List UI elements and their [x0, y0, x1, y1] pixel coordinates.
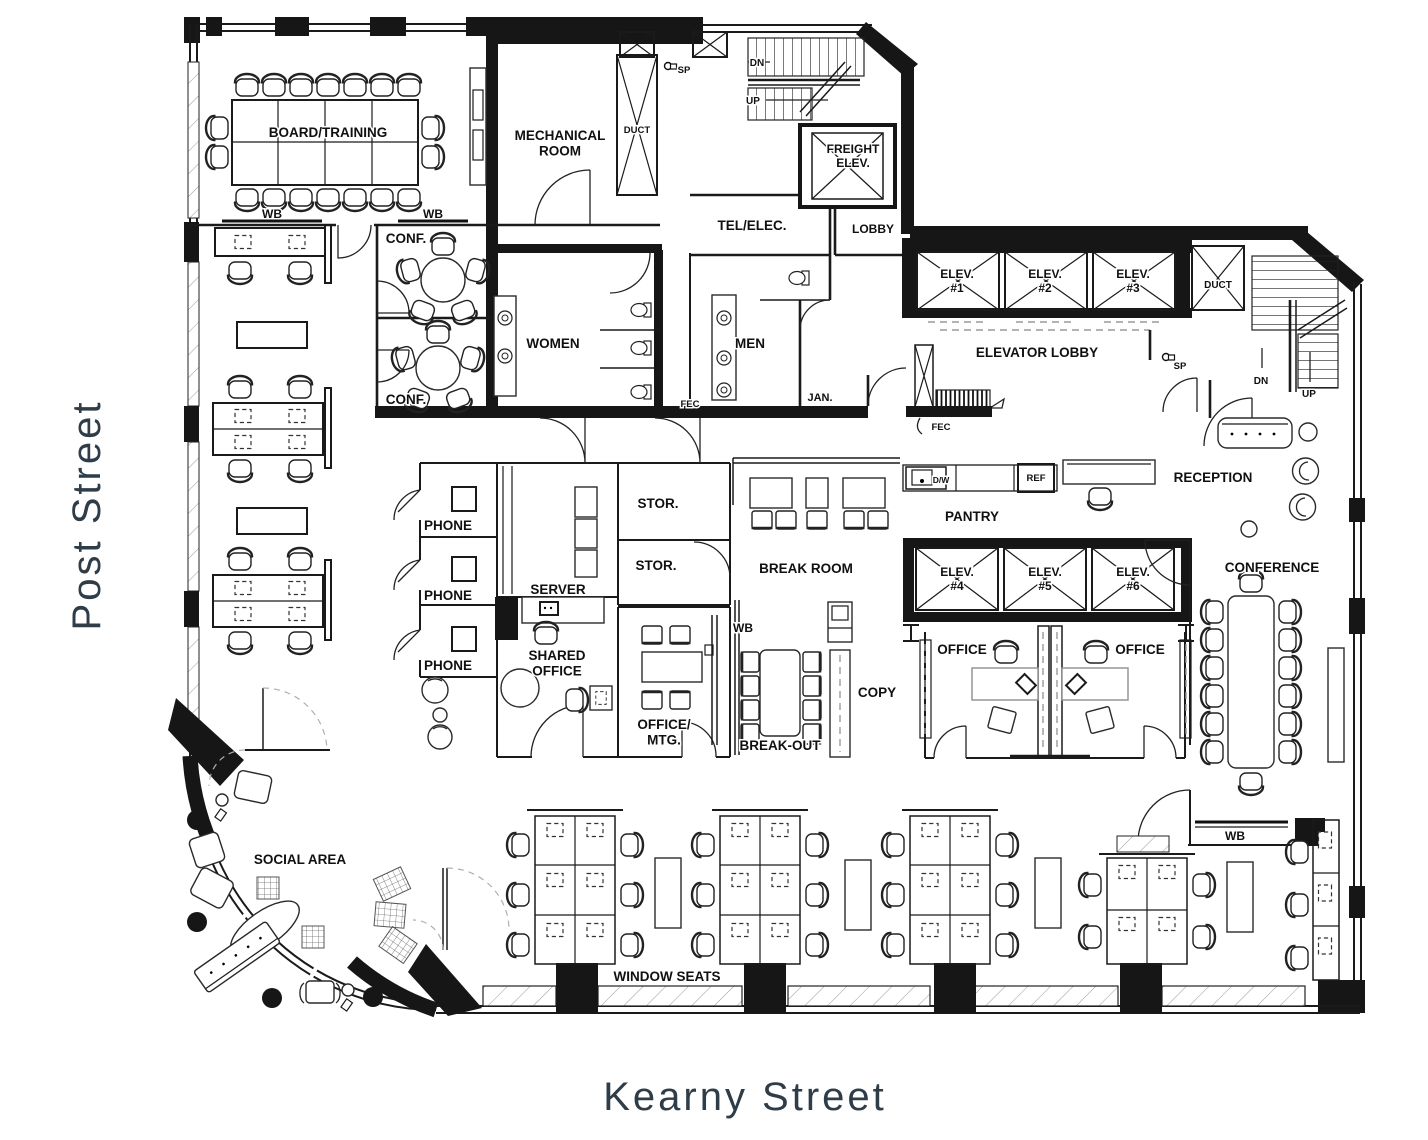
label-fec-core: FEC: [681, 399, 700, 410]
label-elevator-lobby: ELEVATOR LOBBY: [976, 345, 1098, 360]
office-mtg-room: [617, 606, 731, 758]
label-board-training: BOARD/TRAINING: [269, 125, 388, 140]
label-sp-lobby: SP: [1174, 361, 1187, 372]
label-duct-right: DUCT: [1204, 280, 1232, 291]
social-area: [187, 687, 510, 1012]
label-server: SERVER: [530, 582, 586, 597]
label-phone-3: PHONE: [424, 658, 472, 673]
label-jan: JAN.: [807, 392, 832, 404]
label-women: WOMEN: [526, 336, 579, 351]
label-stor-upper: STOR.: [637, 496, 678, 511]
phone-booths: [393, 462, 518, 750]
label-stor-lower: STOR.: [635, 558, 676, 573]
label-post-street: Post Street: [65, 400, 109, 631]
restrooms: [493, 252, 831, 401]
label-fec-lobby: FEC: [932, 422, 951, 433]
label-social-area: SOCIAL AREA: [254, 852, 347, 867]
label-up-right: UP: [1302, 389, 1316, 400]
label-wb-conference: WB: [1225, 829, 1245, 843]
conference-rooms-small: [376, 231, 493, 417]
label-office-mtg: OFFICE/MTG.: [637, 717, 690, 748]
label-conf-lower: CONF.: [386, 392, 427, 407]
label-break-room: BREAK ROOM: [759, 561, 853, 576]
label-phone-2: PHONE: [424, 588, 472, 603]
label-dw: D/W: [933, 475, 951, 485]
label-lobby: LOBBY: [852, 222, 894, 236]
label-kearny-street: Kearny Street: [603, 1075, 887, 1119]
label-reception: RECEPTION: [1174, 470, 1253, 485]
break-room: [732, 457, 900, 531]
label-office-left: OFFICE: [937, 642, 987, 657]
label-break-out: BREAK-OUT: [740, 738, 822, 753]
label-wb-1: WB: [262, 207, 282, 221]
label-conference: CONFERENCE: [1225, 560, 1320, 575]
label-pantry: PANTRY: [945, 509, 999, 524]
label-dn-top: DN: [750, 58, 764, 69]
label-elev6: ELEV.#6: [1116, 565, 1150, 593]
label-elev5: ELEV.#5: [1028, 565, 1062, 593]
storage-rooms: [618, 417, 731, 606]
label-wb-breakout: WB: [733, 621, 753, 635]
elevator-bank-1: [902, 238, 1348, 447]
window-seat-desks: [505, 809, 1340, 981]
copy-area: [827, 601, 853, 758]
break-out-area: [734, 600, 823, 755]
top-core: [616, 31, 905, 257]
label-up-top: UP: [746, 96, 760, 107]
conference-room: [1137, 539, 1345, 846]
label-ref: REF: [1027, 473, 1046, 484]
label-elev1: ELEV.#1: [940, 267, 974, 295]
left-open-office: [212, 224, 332, 656]
street-labels: Post Street Kearny Street: [65, 400, 887, 1119]
label-tel-elec: TEL/ELEC.: [717, 218, 786, 233]
label-conf-upper: CONF.: [386, 231, 427, 246]
board-training-room: [204, 67, 487, 223]
label-office-right: OFFICE: [1115, 642, 1165, 657]
room-labels: BOARD/TRAINING WB WB CONF. CONF. MECHANI…: [252, 57, 1320, 986]
label-men: MEN: [735, 336, 765, 351]
label-elev4: ELEV.#4: [940, 565, 974, 593]
pantry: [902, 463, 1058, 493]
label-elev2: ELEV.#2: [1028, 267, 1062, 295]
label-window-seats: WINDOW SEATS: [614, 969, 721, 984]
label-duct-top: DUCT: [624, 125, 651, 136]
label-wb-2: WB: [423, 207, 443, 221]
shared-office: [497, 596, 618, 758]
elevator-bank-2: [903, 538, 1194, 642]
offices: [919, 625, 1192, 759]
label-copy: COPY: [858, 685, 896, 700]
label-sp-top: SP: [678, 65, 691, 76]
reception-area: [1062, 417, 1320, 538]
label-dn-right: DN: [1254, 376, 1268, 387]
label-elev3: ELEV.#3: [1116, 267, 1150, 295]
label-phone-1: PHONE: [424, 518, 472, 533]
